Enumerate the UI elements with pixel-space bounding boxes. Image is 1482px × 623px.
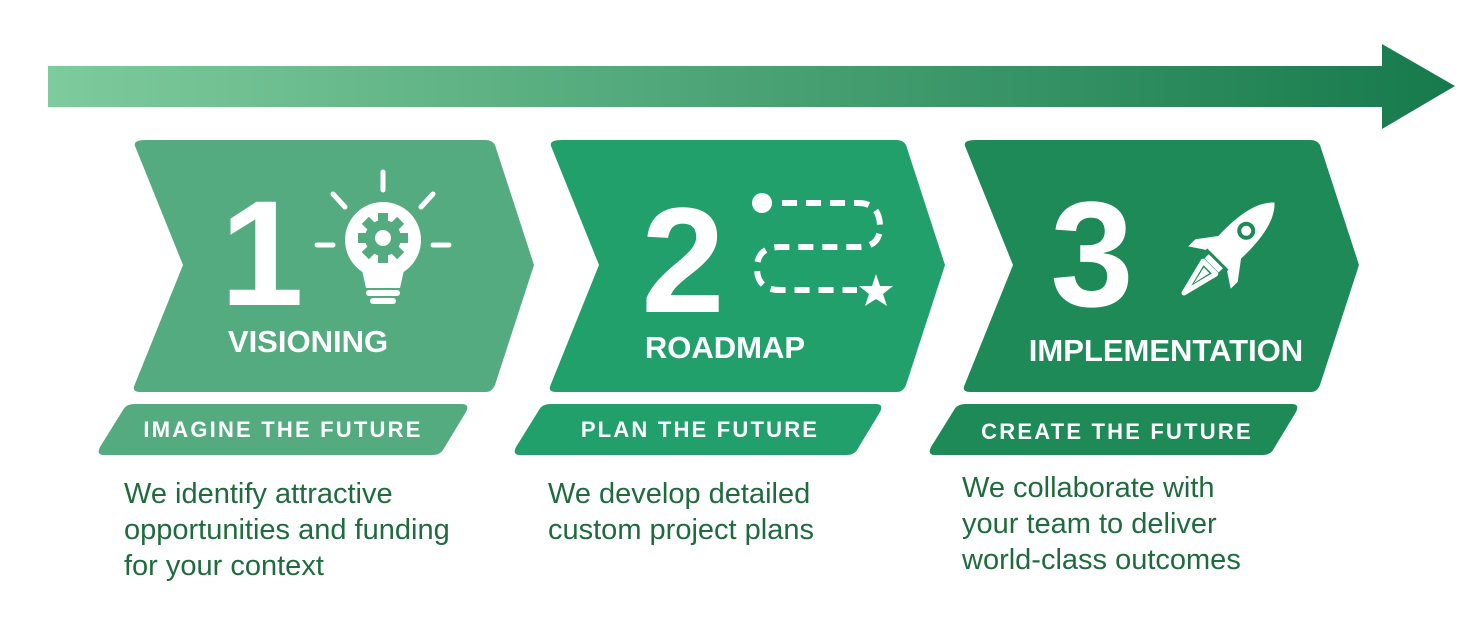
- step-1-title: VISIONING: [228, 324, 388, 359]
- description-line: We collaborate with: [962, 472, 1215, 504]
- step-1-banner: [98, 404, 468, 455]
- timeline-arrow: [48, 44, 1455, 129]
- route-path-icon: [752, 193, 893, 306]
- description-line: your team to deliver: [962, 508, 1217, 540]
- step-2-chevron: [549, 140, 945, 392]
- step-2-title: ROADMAP: [645, 330, 805, 365]
- lightbulb-gear-icon: [314, 169, 452, 304]
- description-line: We develop detailed: [548, 478, 811, 510]
- description-line: custom project plans: [548, 514, 814, 546]
- description-line: world-class outcomes: [962, 544, 1241, 576]
- description-line: for your context: [124, 550, 324, 582]
- step-1-chevron: [133, 140, 534, 392]
- step-1-description: We identify attractive opportunities and…: [124, 476, 450, 584]
- step-2-number: 2: [641, 176, 724, 344]
- step-3-number: 3: [1050, 170, 1133, 338]
- step-3-description: We collaborate with your team to deliver…: [962, 470, 1241, 578]
- step-3-chevron: [963, 140, 1359, 392]
- step-3-title: IMPLEMENTATION: [1029, 333, 1303, 368]
- step-2-subtitle: PLAN THE FUTURE: [581, 417, 819, 442]
- step-3-subtitle: CREATE THE FUTURE: [981, 419, 1253, 444]
- description-line: opportunities and funding: [124, 514, 450, 546]
- step-1-subtitle: IMAGINE THE FUTURE: [143, 417, 422, 442]
- step-2-description: We develop detailed custom project plans: [548, 476, 814, 548]
- description-line: We identify attractive: [124, 478, 393, 510]
- step-3-banner: [929, 404, 1298, 455]
- step-1-number: 1: [220, 169, 303, 337]
- step-2-banner: [514, 404, 882, 455]
- rocket-icon: [1181, 202, 1275, 296]
